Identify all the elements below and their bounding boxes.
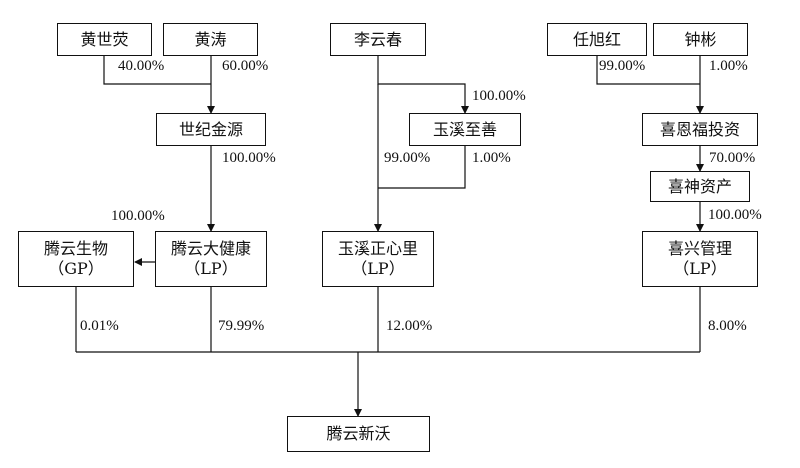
node-yuxi-zhengxinli: 玉溪正心里 （LP） bbox=[322, 231, 434, 287]
node-label: 喜恩福投资 bbox=[659, 119, 740, 139]
connector-zhishan-to-zhengxinli bbox=[378, 146, 466, 189]
node-label: 李云春 bbox=[353, 29, 402, 49]
pct-xienfu-to-xishen: 70.00% bbox=[709, 150, 756, 166]
pct-dajiankang-to-xinwo: 79.99% bbox=[218, 318, 265, 334]
pct-li-to-yuxi-zhishan: 100.00% bbox=[472, 88, 526, 104]
node-label: 腾云新沃 bbox=[326, 424, 391, 443]
pct-zhishan-to-zhengxinli: 1.00% bbox=[472, 150, 511, 166]
pct-dajiankang-to-shengwu: 100.00% bbox=[111, 208, 165, 224]
node-label: 钟彬 bbox=[684, 29, 717, 49]
pct-li-to-zhengxinli: 99.00% bbox=[384, 150, 431, 166]
pct-huang-tao-to-shiji: 60.00% bbox=[222, 58, 269, 74]
pct-zhengxinli-to-xinwo: 12.00% bbox=[386, 318, 433, 334]
node-label: 喜神资产 bbox=[667, 176, 732, 196]
pct-xixing-to-xinwo: 8.00% bbox=[708, 318, 747, 334]
node-label: 腾云生物 bbox=[43, 239, 108, 258]
node-huang-tao: 黄涛 bbox=[163, 23, 258, 56]
node-tengyun-shengwu: 腾云生物 （GP） bbox=[18, 231, 134, 287]
pct-shiji-to-dajiankang: 100.00% bbox=[222, 150, 276, 166]
node-label: 喜兴管理 bbox=[667, 239, 732, 258]
node-label: 世纪金源 bbox=[178, 119, 243, 139]
pct-zhong-to-xienfu: 1.00% bbox=[709, 58, 748, 74]
connector-huang-to-shiji bbox=[103, 56, 211, 85]
node-shiji-jinyuan: 世纪金源 bbox=[156, 113, 266, 146]
node-ren-xuhong: 任旭红 bbox=[547, 23, 647, 56]
pct-xishen-to-xixing: 100.00% bbox=[708, 207, 762, 223]
node-role: （GP） bbox=[48, 259, 104, 278]
node-xixing-guanli: 喜兴管理 （LP） bbox=[642, 231, 758, 287]
node-label: 黄涛 bbox=[194, 29, 227, 49]
node-label: 黄世荧 bbox=[80, 29, 129, 49]
node-role: （LP） bbox=[184, 259, 238, 278]
node-label: 腾云大健康 bbox=[170, 239, 251, 258]
node-label: 玉溪至善 bbox=[432, 119, 497, 139]
connector-ren-to-xienfu bbox=[596, 56, 700, 85]
pct-shengwu-to-xinwo: 0.01% bbox=[80, 318, 119, 334]
node-xishen-zichan: 喜神资产 bbox=[650, 171, 750, 202]
pct-huang-shiying-to-shiji: 40.00% bbox=[118, 58, 165, 74]
node-zhong-bin: 钟彬 bbox=[653, 23, 748, 56]
node-yuxi-zhishan: 玉溪至善 bbox=[409, 113, 521, 146]
pct-ren-to-xienfu: 99.00% bbox=[599, 58, 646, 74]
connector-li-to-zhishan bbox=[377, 56, 469, 114]
node-tengyun-xinwo: 腾云新沃 bbox=[287, 416, 430, 452]
node-huang-shiying: 黄世荧 bbox=[57, 23, 152, 56]
node-role: （LP） bbox=[673, 259, 727, 278]
node-xienfu-touzi: 喜恩福投资 bbox=[642, 113, 758, 146]
node-label: 任旭红 bbox=[572, 29, 621, 49]
node-li-yunchun: 李云春 bbox=[330, 23, 426, 56]
node-tengyun-dajiankang: 腾云大健康 （LP） bbox=[155, 231, 267, 287]
node-label: 玉溪正心里 bbox=[337, 239, 418, 258]
node-role: （LP） bbox=[351, 259, 405, 278]
